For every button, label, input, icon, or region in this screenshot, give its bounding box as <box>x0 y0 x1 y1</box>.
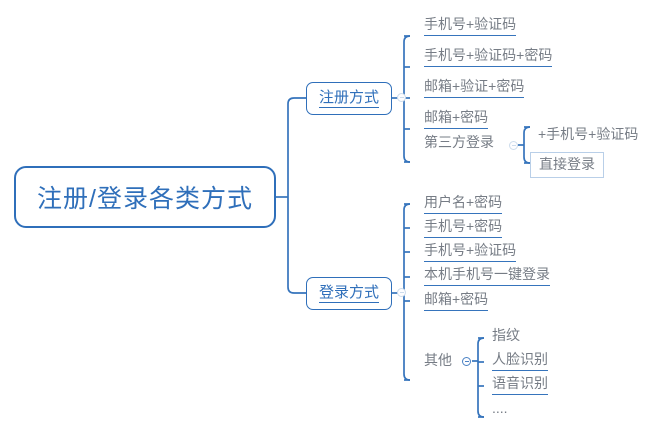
leaf-register-3[interactable]: 邮箱+密码 <box>424 109 488 131</box>
collapse-toggle-icon-other[interactable] <box>462 357 471 366</box>
branch-node-register[interactable]: 注册方式 <box>306 82 392 115</box>
leaf-login-2[interactable]: 手机号+验证码 <box>424 242 516 264</box>
leaf-other-0[interactable]: 指纹 <box>492 327 520 344</box>
leaf-login-0-label: 用户名+密码 <box>424 194 503 210</box>
leaf-register-0-label: 手机号+验证码 <box>424 16 517 32</box>
leaf-third-party-1[interactable]: 直接登录 <box>530 152 604 178</box>
leaf-login-5[interactable]: 其他 <box>424 352 452 369</box>
branch-node-login-label: 登录方式 <box>318 284 379 303</box>
leaf-other-3-label: .... <box>492 400 508 416</box>
leaf-login-5-label: 其他 <box>424 352 452 368</box>
leaf-register-2-label: 邮箱+验证+密码 <box>424 78 525 94</box>
leaf-other-0-label: 指纹 <box>492 327 520 343</box>
branch-node-login[interactable]: 登录方式 <box>306 277 392 310</box>
leaf-login-4[interactable]: 邮箱+密码 <box>424 291 488 313</box>
leaf-third-party-0[interactable]: +手机号+验证码 <box>538 126 638 143</box>
leaf-register-2[interactable]: 邮箱+验证+密码 <box>424 78 524 100</box>
leaf-other-1[interactable]: 人脸识别 <box>492 351 548 373</box>
leaf-register-1-label: 手机号+验证码+密码 <box>424 47 553 63</box>
leaf-third-party-0-label: +手机号+验证码 <box>538 126 639 142</box>
root-node[interactable]: 注册/登录各类方式 <box>14 166 276 228</box>
root-node-label: 注册/登录各类方式 <box>37 185 253 213</box>
leaf-third-party-1-label: 直接登录 <box>539 156 595 172</box>
leaf-register-4-label: 第三方登录 <box>424 134 494 150</box>
leaf-login-3[interactable]: 本机手机号一键登录 <box>424 266 550 288</box>
leaf-register-4[interactable]: 第三方登录 <box>424 134 494 151</box>
collapse-toggle-icon-login[interactable] <box>397 288 406 297</box>
leaf-login-1-label: 手机号+密码 <box>424 218 503 234</box>
leaf-register-1[interactable]: 手机号+验证码+密码 <box>424 47 552 69</box>
leaf-other-3[interactable]: .... <box>492 400 508 419</box>
collapse-toggle-icon-third-party[interactable] <box>509 141 518 150</box>
leaf-login-0[interactable]: 用户名+密码 <box>424 194 502 216</box>
leaf-register-3-label: 邮箱+密码 <box>424 109 489 125</box>
leaf-login-4-label: 邮箱+密码 <box>424 291 489 307</box>
leaf-login-1[interactable]: 手机号+密码 <box>424 218 502 240</box>
leaf-login-3-label: 本机手机号一键登录 <box>424 266 550 282</box>
leaf-other-2[interactable]: 语音识别 <box>492 375 548 397</box>
leaf-other-1-label: 人脸识别 <box>492 351 548 367</box>
leaf-login-2-label: 手机号+验证码 <box>424 242 517 258</box>
leaf-register-0[interactable]: 手机号+验证码 <box>424 16 516 38</box>
collapse-toggle-icon-register[interactable] <box>397 93 406 102</box>
leaf-other-2-label: 语音识别 <box>492 375 548 391</box>
branch-node-register-label: 注册方式 <box>318 89 379 108</box>
